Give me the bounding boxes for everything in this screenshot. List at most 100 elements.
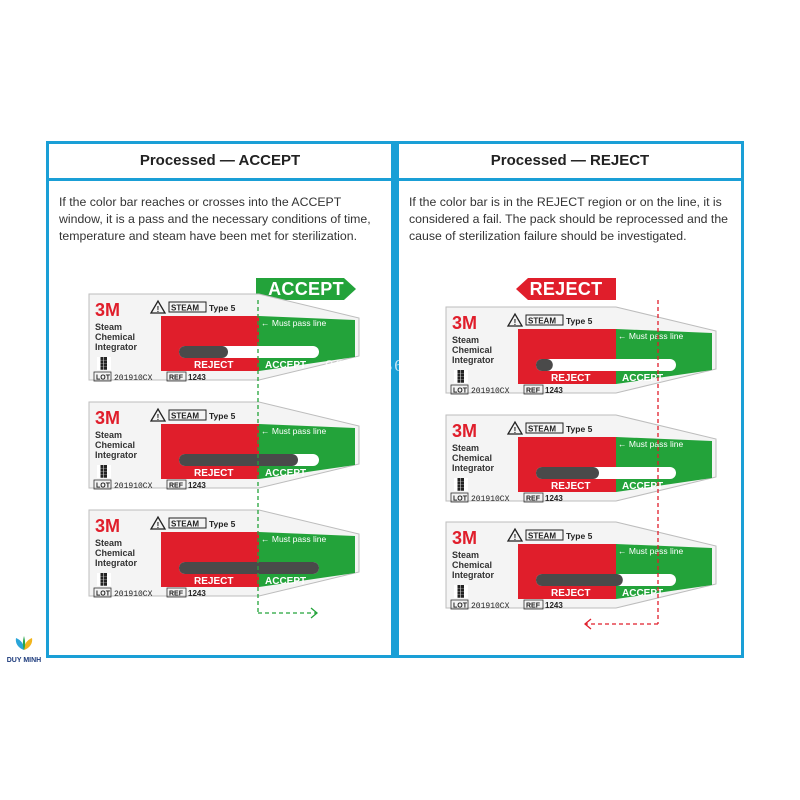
- card-name-line: Integrator: [95, 450, 138, 460]
- reject-label: REJECT: [194, 360, 233, 371]
- ref-value: 1243: [545, 494, 563, 503]
- must-pass-label: ← Must pass line: [261, 426, 326, 436]
- logo-text: DUY MINH: [6, 657, 42, 664]
- bar-fill: [536, 467, 599, 479]
- lot-value: 201910CX: [114, 590, 153, 599]
- reject-zone: [518, 544, 616, 599]
- steam-box: [168, 409, 207, 421]
- qr-code-icon: [97, 573, 111, 586]
- lot-label: LOT: [453, 496, 468, 503]
- card-name-line: Steam: [95, 322, 122, 332]
- brand-3m: 3M: [95, 516, 120, 536]
- must-pass-label: ← Must pass line: [261, 318, 326, 328]
- steam-box: [168, 301, 207, 313]
- bar-track: [536, 359, 676, 371]
- lot-label: LOT: [453, 603, 468, 610]
- duy-minh-logo: DUY MINH: [4, 636, 44, 664]
- ref-box: [166, 371, 187, 382]
- warning-icon: [149, 407, 167, 422]
- reject-arrow-head: [583, 618, 592, 630]
- card-name-line: Integrator: [452, 570, 495, 580]
- card-name-line: Chemical: [95, 440, 135, 450]
- steam-label: STEAM: [171, 520, 199, 529]
- steam-box: [525, 314, 564, 326]
- qr-code-icon: [97, 465, 111, 478]
- lot-label: LOT: [96, 591, 111, 598]
- brand-3m: 3M: [95, 300, 120, 320]
- card-name-line: Integrator: [95, 342, 138, 352]
- ref-value: 1243: [545, 386, 563, 395]
- accept-panel-description: If the color bar reaches or crosses into…: [59, 195, 371, 243]
- reject-label: REJECT: [194, 576, 233, 587]
- must-pass-label: ← Must pass line: [618, 546, 683, 556]
- ref-box: [523, 492, 544, 503]
- reject-label: REJECT: [551, 588, 590, 599]
- steam-box: [168, 517, 207, 529]
- reject-panel-title: Processed — REJECT: [399, 144, 741, 181]
- type-label: Type 5: [566, 316, 593, 326]
- must-pass-label: ← Must pass line: [618, 439, 683, 449]
- lot-value: 201910CX: [471, 387, 510, 396]
- steam-label: STEAM: [528, 317, 556, 326]
- outer-frame: Processed — ACCEPT If the color bar reac…: [46, 141, 744, 658]
- type-label: Type 5: [209, 519, 236, 529]
- steam-label: STEAM: [528, 425, 556, 434]
- accept-panel-title: Processed — ACCEPT: [49, 144, 391, 181]
- bar-fill: [536, 574, 623, 586]
- ref-box: [166, 587, 187, 598]
- warning-icon: [506, 420, 524, 435]
- accept-label: ACCEPT: [622, 588, 663, 599]
- ref-box: [166, 479, 187, 490]
- lot-value: 201910CX: [471, 495, 510, 504]
- qr-code-icon: [454, 478, 468, 491]
- warning-icon: [506, 527, 524, 542]
- bar-fill: [536, 359, 553, 371]
- reject-zone: [161, 532, 259, 587]
- brand-3m: 3M: [452, 313, 477, 333]
- warning-mark: !: [514, 533, 517, 542]
- ref-label: REF: [169, 375, 184, 382]
- ref-box: [523, 384, 544, 395]
- steam-box: [525, 529, 564, 541]
- lot-label: LOT: [453, 388, 468, 395]
- ref-box: [523, 599, 544, 610]
- ref-label: REF: [526, 603, 541, 610]
- lot-label: LOT: [96, 375, 111, 382]
- card-name-line: Chemical: [452, 453, 492, 463]
- leaf-logo-icon: [15, 636, 33, 650]
- type-label: Type 5: [566, 424, 593, 434]
- reject-zone: [518, 329, 616, 384]
- brand-3m: 3M: [452, 421, 477, 441]
- ref-value: 1243: [188, 373, 206, 382]
- card-name-line: Chemical: [95, 332, 135, 342]
- accept-panel: Processed — ACCEPT If the color bar reac…: [49, 144, 391, 655]
- lot-box: [450, 384, 469, 395]
- accept-tag: ACCEPT: [256, 278, 356, 300]
- card-name-line: Steam: [452, 550, 479, 560]
- watermark-text: 0914 536 7: [325, 356, 422, 375]
- lot-box: [93, 479, 112, 490]
- reject-label: REJECT: [551, 373, 590, 384]
- brand-3m: 3M: [95, 408, 120, 428]
- card-name-line: Chemical: [95, 548, 135, 558]
- card-name-line: Chemical: [452, 345, 492, 355]
- ref-value: 1243: [188, 481, 206, 490]
- steam-box: [525, 422, 564, 434]
- lot-box: [450, 492, 469, 503]
- card-name-line: Integrator: [452, 355, 495, 365]
- reject-zone: [161, 424, 259, 479]
- lot-label: LOT: [96, 483, 111, 490]
- type-label: Type 5: [209, 303, 236, 313]
- ref-value: 1243: [545, 601, 563, 610]
- reject-zone: [518, 437, 616, 492]
- reject-panel-description: If the color bar is in the REJECT region…: [409, 195, 729, 243]
- reject-tag: REJECT: [516, 278, 616, 300]
- card-name-line: Chemical: [452, 560, 492, 570]
- card-name-line: Steam: [452, 443, 479, 453]
- bar-fill: [179, 562, 319, 574]
